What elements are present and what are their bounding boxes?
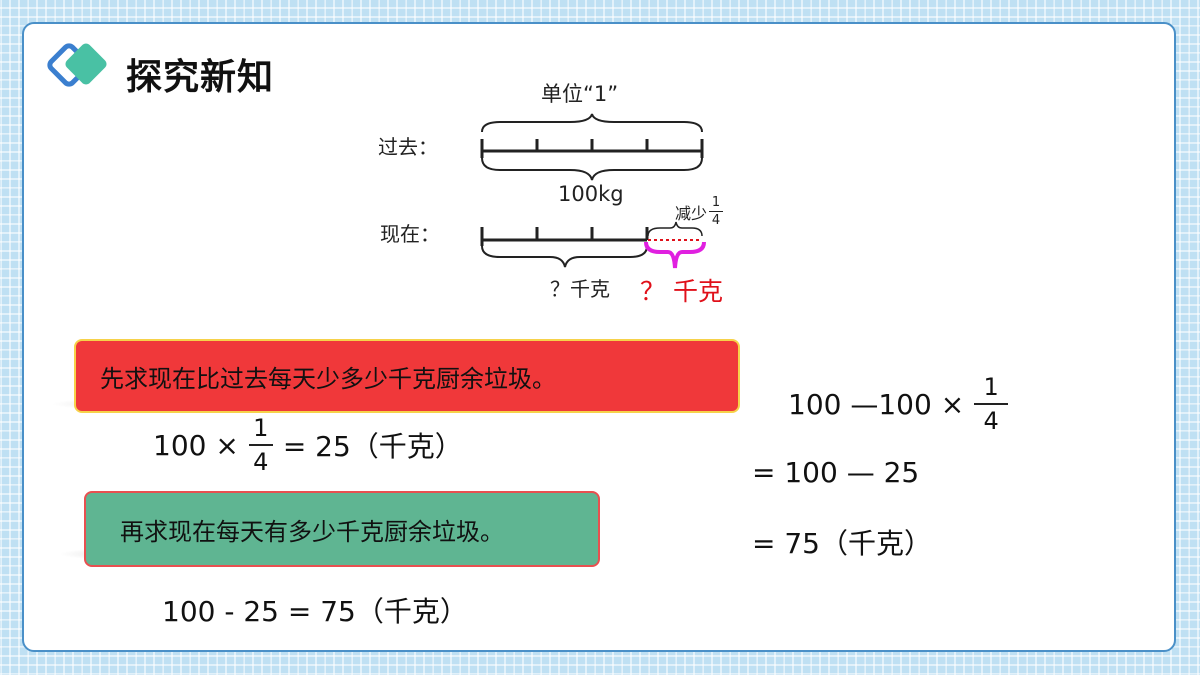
step1-frac-den: 4: [253, 448, 269, 476]
now-label: 现在：: [380, 222, 440, 246]
total-brace: [481, 157, 703, 181]
alt-equation-line1: 100 —100 × 1 4: [788, 373, 1009, 435]
reduce-brace: [647, 221, 703, 237]
step1-frac-num: 1: [253, 414, 269, 442]
past-label: 过去：: [378, 135, 438, 159]
step2-banner-text: 再求现在每天有多少千克厨余垃圾。: [120, 517, 504, 546]
diamond-logo-icon: [47, 43, 107, 87]
step1-eq-left: 100 ×: [153, 428, 239, 462]
step2-equation: 100 - 25 = 75（千克）: [162, 595, 468, 628]
reduced-unknown-label: ？ 千克: [640, 277, 723, 306]
alt-equation-line2: = 100 — 25: [752, 456, 920, 489]
alt-line1-left: 100 —100 ×: [788, 387, 965, 421]
alt-frac-den: 4: [983, 407, 999, 435]
reduced-brace: [644, 241, 706, 269]
step1-eq-right: = 25（千克）: [282, 430, 463, 463]
past-line: [480, 139, 704, 158]
step1-banner-text: 先求现在比过去每天少多少千克厨余垃圾。: [100, 364, 556, 393]
unit-brace: [481, 113, 703, 133]
now-line: [480, 227, 649, 246]
reduce-text: 减少: [675, 203, 708, 223]
page-title: 探究新知: [126, 57, 275, 98]
reduce-fraction-label: 减少 1 4: [675, 195, 724, 228]
total-weight-label: 100kg: [558, 182, 624, 206]
reduce-numerator: 1: [711, 195, 721, 210]
step1-banner: 先求现在比过去每天少多少千克厨余垃圾。: [74, 339, 740, 413]
step1-fraction: 1 4: [248, 414, 273, 476]
alt-frac-num: 1: [983, 373, 999, 401]
segment-diagram: [480, 113, 706, 269]
alt-fraction: 1 4: [974, 373, 1009, 435]
unit-one-label: 单位“1”: [541, 82, 619, 106]
remain-brace: [481, 245, 648, 268]
step1-equation: 100 × 1 4 = 25（千克）: [153, 416, 463, 474]
step2-banner: 再求现在每天有多少千克厨余垃圾。: [84, 491, 600, 567]
alt-equation-line3: = 75（千克）: [752, 527, 932, 560]
reduce-denominator: 4: [711, 213, 721, 228]
remain-unknown-label: ？千克: [550, 277, 610, 301]
reduce-fraction: 1 4: [709, 195, 724, 228]
